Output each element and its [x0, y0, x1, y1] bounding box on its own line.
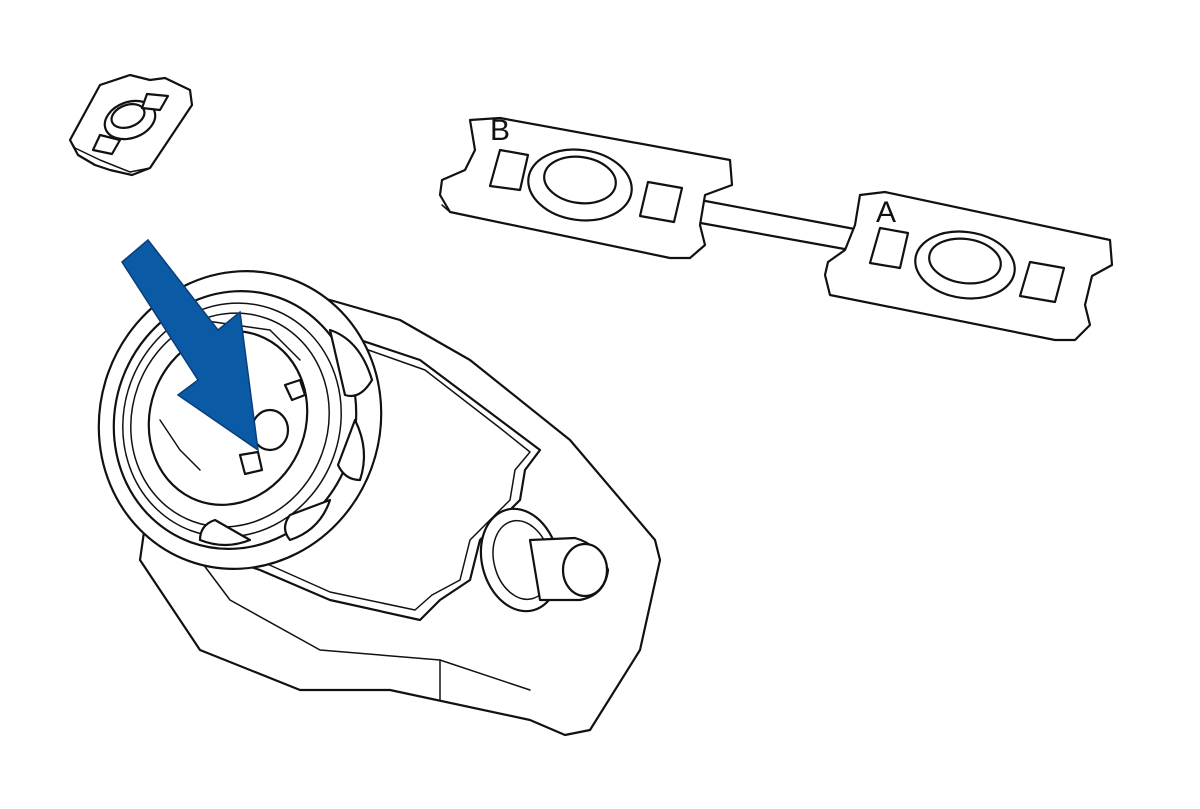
seal-strip-part: B A	[438, 114, 1114, 342]
valve-housing	[97, 270, 662, 737]
inner-seat	[159, 319, 307, 476]
single-seal-part	[68, 73, 194, 177]
label-a: A	[876, 196, 896, 229]
label-b: B	[490, 114, 510, 147]
seal-a	[823, 190, 1114, 342]
seal-b	[438, 116, 734, 260]
push-button	[479, 507, 610, 613]
insertion-arrow	[121, 238, 259, 452]
